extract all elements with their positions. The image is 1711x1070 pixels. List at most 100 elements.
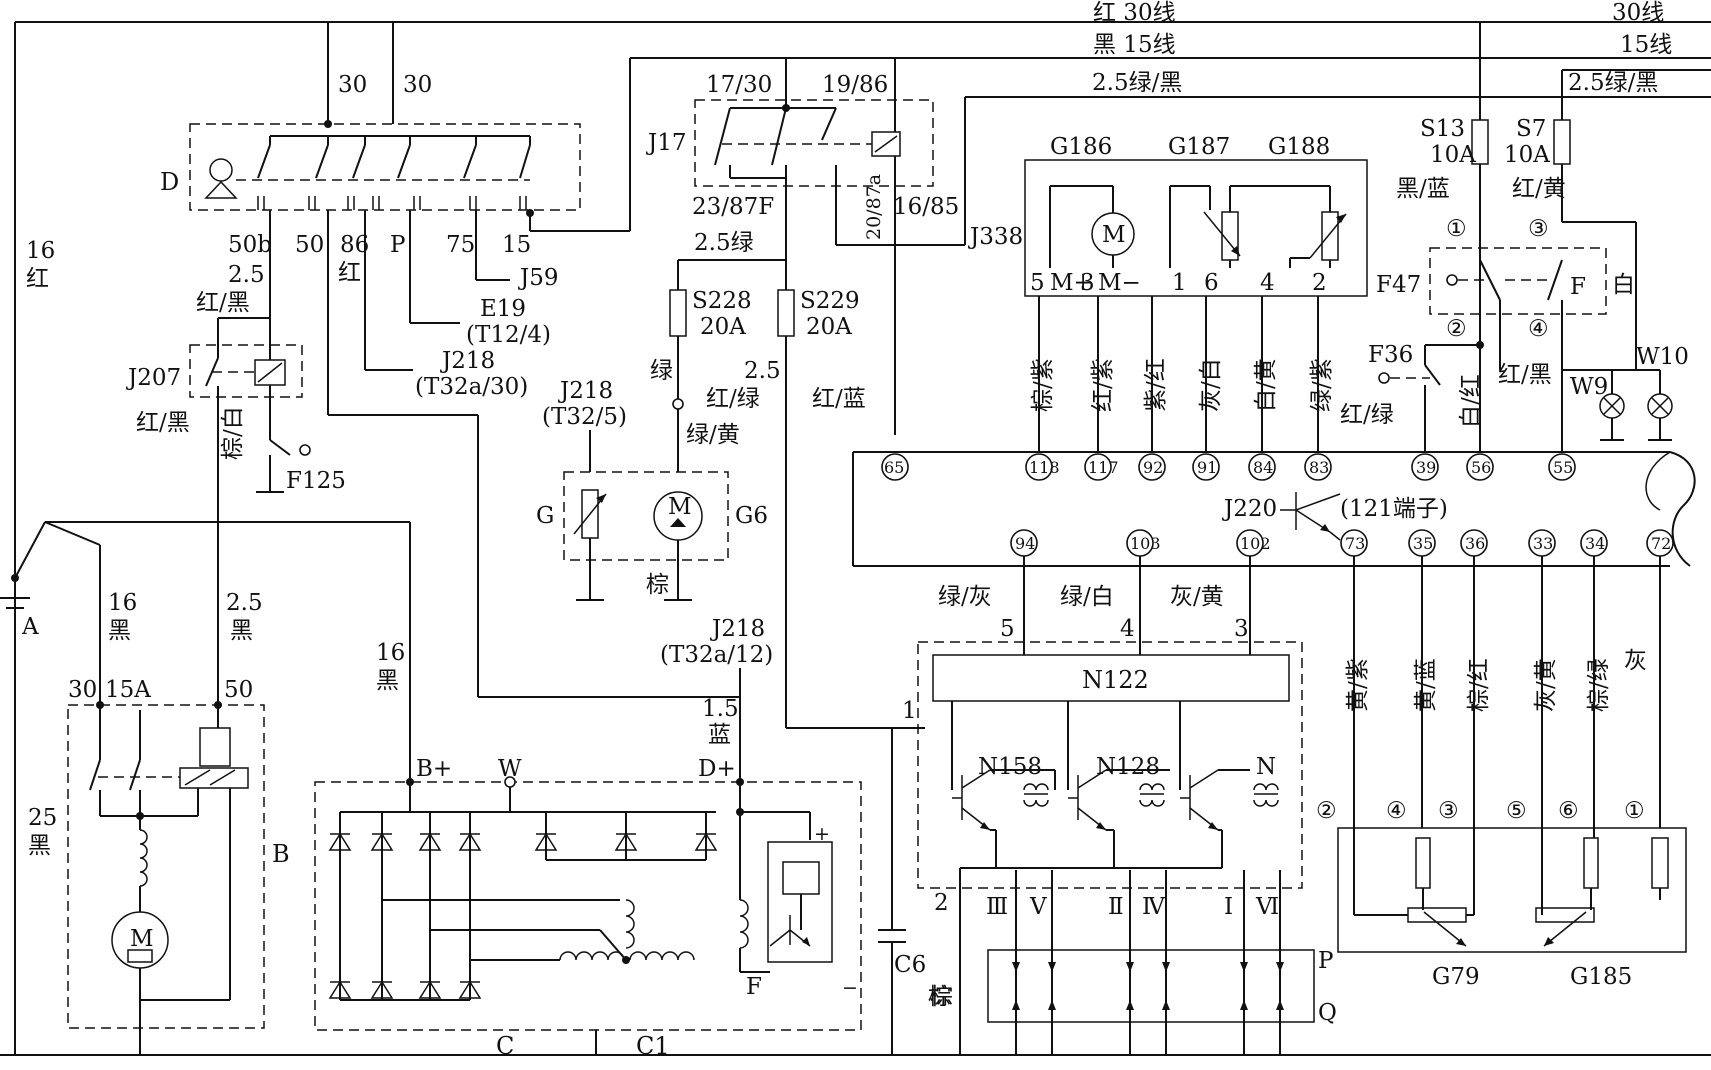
alternator: B+ W D+: [314, 728, 951, 1060]
d-top-label-2: 30: [403, 72, 432, 98]
w25-gauge: 25: [28, 805, 57, 831]
throttle-motor-m: M: [1102, 222, 1126, 248]
pedal-wire-3: 棕/红: [1466, 658, 1492, 712]
comp-g188: G188: [1268, 134, 1330, 160]
alt-term-bplus: B+: [416, 756, 452, 782]
tb-wire-3: 紫/红: [1143, 358, 1169, 412]
j207-in-gauge: 2.5: [228, 262, 265, 288]
n122-pin-4: 4: [1120, 616, 1135, 642]
tb-pin-1: 1: [1172, 270, 1187, 296]
j17-term-23-87f: 23/87F: [692, 194, 774, 220]
ecu-pin-65: 65: [884, 458, 904, 477]
starter-label: B: [272, 840, 290, 868]
alt-term-dplus: D+: [698, 756, 736, 782]
j17-term-16-85: 16/85: [893, 194, 959, 220]
line30-right-label: 30线: [1612, 0, 1664, 26]
pedal-pin-2: ②: [1316, 798, 1337, 824]
pump-wire-red-blue: 红/蓝: [812, 386, 866, 412]
comp-g186: G186: [1050, 134, 1112, 160]
tb-wire-4: 灰/白: [1198, 358, 1224, 412]
ecu-pin-94: 94: [1015, 534, 1035, 553]
engine-control-unit: J220 (121端子) 65 118 117 92 91 84 83 39 5…: [852, 451, 1696, 567]
f47-pin-1: ①: [1446, 216, 1467, 242]
term-75: 75: [446, 232, 475, 258]
ecu-pin-84: 84: [1253, 458, 1273, 477]
comp-g187: G187: [1168, 134, 1230, 160]
ecu-pin-72: 72: [1651, 534, 1671, 553]
pedal-pin-5: ⑤: [1506, 798, 1527, 824]
f47-pin-3: ③: [1528, 216, 1549, 242]
spark-plugs-q: Q: [1318, 1000, 1337, 1026]
j218a-label: J218: [440, 348, 495, 374]
line30-label: 红 30线: [1093, 0, 1176, 26]
ignition-module: 绿/灰 绿/白 灰/黄 5 4 3 N122 1 2 N158 N128 N: [902, 556, 1337, 1055]
ecu-pin-73: 73: [1345, 534, 1365, 553]
j218a-conn: (T32a/30): [415, 374, 528, 400]
ecu-pin-35: 35: [1413, 534, 1433, 553]
tb-wire-5: 白/黄: [1253, 358, 1279, 412]
tb-pin-mminus: M−: [1098, 270, 1141, 296]
alternator-label: C: [496, 1032, 514, 1060]
pedal-wire-4: 灰/黄: [1533, 658, 1559, 712]
j207-out-color: 红/黑: [136, 410, 190, 436]
starter-term-50: 50: [224, 677, 253, 703]
ecu-pin-91: 91: [1197, 458, 1217, 477]
line15-label: 黑 15线: [1093, 32, 1176, 58]
pedal-pin-1: ①: [1624, 798, 1645, 824]
out-ii: Ⅱ: [1108, 894, 1124, 920]
bat-right-gauge: 2.5: [226, 590, 263, 616]
n122-in-wire-3: 灰/黄: [1170, 584, 1224, 610]
starter-motor: B 30 15A 50 M: [67, 677, 290, 1055]
term-86-color: 红: [338, 260, 361, 286]
j17-out-wire: 2.5绿: [694, 230, 754, 256]
j17-term-19-86: 19/86: [822, 72, 888, 98]
w16b-color: 黑: [376, 668, 399, 694]
n122-pin-1: 1: [902, 698, 917, 724]
coil-n: N: [1256, 754, 1276, 780]
alternator-c1-label: C1: [636, 1032, 670, 1060]
f47-f-label: F: [1570, 274, 1586, 300]
n122-in-wire-1: 绿/灰: [938, 584, 992, 610]
s228-rating: 20A: [700, 314, 746, 340]
w-red-green: 红/绿: [1340, 402, 1394, 428]
ecu-note: (121端子): [1340, 496, 1448, 522]
out-iv: Ⅳ: [1142, 894, 1166, 920]
g185-label: G185: [1570, 964, 1632, 990]
s13-label: S13: [1420, 116, 1465, 142]
fuel-pump-circuit: S228 20A S229 20A 绿 2.5 红/绿 绿/黄 红/蓝 J218…: [536, 259, 925, 780]
brake-switch-circuit: S13 10A S7 10A 黑/蓝 红/黄 ① ③ F47 F 白 ② ④ F…: [1340, 22, 1711, 452]
pedal-wire-6: 灰: [1624, 648, 1647, 674]
tb-pin-3: 3: [1080, 270, 1095, 296]
j207-label: J207: [126, 365, 181, 391]
f47-white: 白: [1612, 272, 1635, 298]
dplus-wire-color: 蓝: [708, 722, 731, 748]
e19-label: E19: [480, 296, 526, 322]
pump-wire-green-yellow: 绿/黄: [686, 422, 740, 448]
f47-pin-2: ②: [1446, 316, 1467, 342]
pump-wire-green: 绿: [650, 358, 673, 384]
regulator-minus: −: [842, 977, 858, 999]
w-red-black: 红/黑: [1498, 362, 1552, 388]
j207-mid-color: 棕/白: [220, 406, 246, 460]
throttle-body: G186 G187 G188 M 5 M+ 3 M− 1 6 4 2: [1024, 134, 1368, 452]
f125-label: F125: [286, 468, 346, 494]
bat-left-gauge: 16: [108, 590, 137, 616]
tb-wire-2: 红/紫: [1090, 358, 1116, 412]
w16-color: 红: [26, 266, 49, 292]
g79-label: G79: [1432, 964, 1480, 990]
pedal-wire-5: 棕/绿: [1586, 658, 1612, 712]
tb-pin-6: 6: [1204, 270, 1219, 296]
coil-driver-2: [1068, 769, 1170, 868]
ignition-ground: 棕: [930, 984, 953, 1010]
ecu-pin-56: 56: [1471, 458, 1491, 477]
f47-pin-4: ④: [1528, 316, 1549, 342]
s7-label: S7: [1516, 116, 1546, 142]
pump-wire-2-5: 2.5: [744, 358, 781, 384]
j17-term-17-30: 17/30: [706, 72, 772, 98]
j218b-label: J218: [558, 378, 613, 404]
w25-color: 黑: [28, 833, 51, 859]
ecu-pin-33: 33: [1533, 534, 1553, 553]
out-i: Ⅰ: [1224, 894, 1233, 920]
